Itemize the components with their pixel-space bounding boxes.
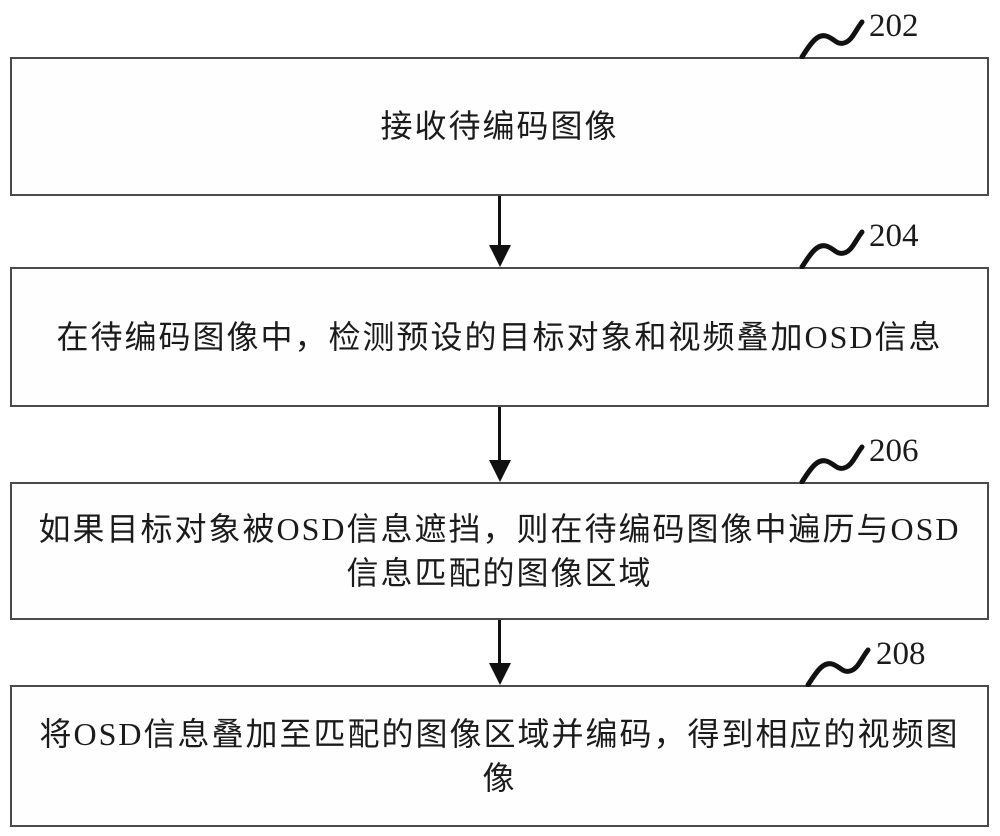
arrow-down-icon	[489, 663, 511, 685]
reference-squiggle-icon	[799, 444, 865, 484]
arrow-shaft	[498, 620, 501, 665]
ref-number-204: 204	[869, 218, 919, 254]
arrow-shaft	[498, 196, 501, 247]
reference-squiggle-icon	[799, 229, 865, 269]
reference-squiggle-icon	[805, 647, 871, 687]
reference-squiggle-icon	[799, 19, 865, 59]
step-text-206: 如果目标对象被OSD信息遮挡，则在待编码图像中遍历与OSD信息匹配的图像区域	[38, 510, 961, 591]
step-box-206: 如果目标对象被OSD信息遮挡，则在待编码图像中遍历与OSD信息匹配的图像区域	[10, 482, 989, 620]
step-text-204: 在待编码图像中，检测预设的目标对象和视频叠加OSD信息	[56, 318, 943, 355]
step-box-202: 接收待编码图像	[10, 57, 989, 196]
step-box-208: 将OSD信息叠加至匹配的图像区域并编码，得到相应的视频图像	[10, 685, 989, 827]
ref-number-206: 206	[869, 433, 919, 469]
arrow-down-icon	[489, 460, 511, 482]
step-box-204: 在待编码图像中，检测预设的目标对象和视频叠加OSD信息	[10, 267, 989, 407]
step-text-202: 接收待编码图像	[380, 108, 619, 145]
ref-number-208: 208	[876, 636, 926, 672]
ref-number-202: 202	[869, 8, 919, 44]
step-text-208: 将OSD信息叠加至匹配的图像区域并编码，得到相应的视频图像	[39, 715, 960, 796]
arrow-shaft	[498, 407, 501, 462]
arrow-down-icon	[489, 245, 511, 267]
